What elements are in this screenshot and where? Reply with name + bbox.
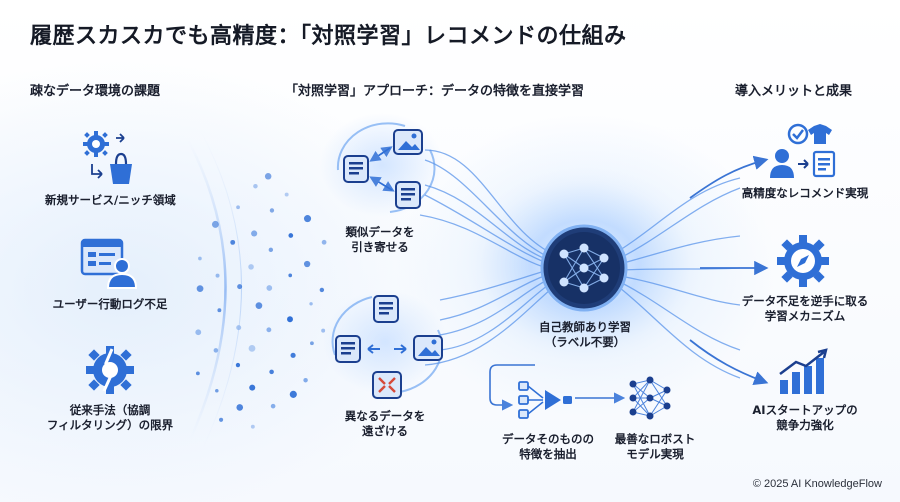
scatter-dot (236, 404, 244, 411)
scatter-dot (217, 308, 222, 313)
scatter-dot (235, 362, 241, 368)
document-icon (395, 181, 421, 209)
scatter-dot (236, 205, 240, 210)
extract-label: データそのものの特徴を抽出 (502, 432, 594, 461)
scatter-dot (249, 384, 256, 391)
scatter-dot (303, 260, 311, 268)
image-doc-icon (413, 335, 443, 361)
scatter-dot (196, 285, 204, 292)
document-icon (373, 295, 399, 323)
left-column-header: 疎なデータ環境の課題 (30, 84, 161, 99)
user-profile-icon (80, 238, 138, 289)
document-icon (343, 155, 369, 183)
scatter-dot (211, 220, 219, 228)
center-column-header: 「対照学習」アプローチ：データの特徴を直接学習 (285, 84, 585, 99)
similar-data-label: 類似データを引き寄せる (345, 225, 415, 254)
compass-gear-icon (777, 235, 829, 287)
right-item-label-2: データ不足を逆手に取る学習メカニズム (741, 294, 869, 323)
scatter-dot (319, 287, 325, 293)
scatter-dot (288, 233, 294, 238)
similar-data-cluster (343, 129, 423, 209)
broken-gear-icon (86, 346, 134, 394)
robust-model-network-icon (629, 376, 671, 420)
scatter-dot (237, 284, 243, 290)
gear-shopping-bag-icon (83, 131, 132, 184)
right-item-label-3: AIスタートアップの競争力強化 (752, 403, 858, 432)
different-data-cluster (335, 295, 443, 399)
growth-chart-icon (779, 348, 828, 394)
divider-arc (186, 139, 227, 441)
scatter-dot (195, 329, 202, 336)
scatter-dot (288, 273, 293, 278)
left-item-label-2: ユーザー行動ログ不足 (52, 297, 168, 311)
scatter-dot (309, 302, 313, 306)
scatter-dot (219, 417, 224, 422)
scatter-dot (215, 273, 220, 278)
scatter-dot (303, 215, 312, 223)
scatter-dot (303, 377, 308, 383)
scatter-dot (269, 208, 275, 213)
scatter-dot (266, 285, 273, 291)
scatter-dot (230, 239, 236, 245)
scatter-dot (284, 192, 289, 197)
scatter-dot (268, 247, 274, 253)
scatter-dot (198, 256, 202, 261)
page-title: 履歴スカスカでも高精度：「対照学習」レコメンドの仕組み (30, 24, 627, 49)
different-data-label: 異なるデータを遠ざける (344, 409, 426, 438)
scatter-dot (213, 348, 219, 353)
right-item-label-1: 高精度なレコメンド実現 (741, 186, 869, 200)
scatter-dot (250, 424, 255, 429)
left-item-label-3: 従来手法（協調フィルタリング）の限界 (46, 403, 174, 432)
scatter-dot (310, 341, 314, 346)
scatter-dot (269, 369, 274, 375)
neural-network-icon (540, 224, 628, 312)
scatter-dot (195, 371, 200, 376)
user-recommend-icon (770, 123, 836, 178)
document-icon (335, 335, 361, 363)
scatter-dot (255, 302, 263, 309)
scatter-dot (253, 183, 258, 189)
scatter-dot (215, 389, 219, 393)
scatter-dot (321, 328, 326, 333)
scatter-dot (290, 352, 296, 358)
scatter-dot (236, 325, 242, 331)
scatter-dot (251, 230, 258, 237)
left-item-label-1: 新規サービス/ニッチ領域 (45, 193, 176, 207)
arrow-to-growth (689, 339, 769, 385)
scatter-dot (266, 327, 272, 333)
feature-extract-icon (518, 381, 572, 419)
right-column-header: 導入メリットと成果 (735, 84, 853, 99)
scatter-dot (289, 390, 297, 398)
arrow-core-to-extract (489, 364, 535, 411)
image-doc-icon (393, 129, 423, 155)
scatter-dot (264, 173, 272, 180)
arrow-to-recommend (689, 155, 769, 199)
copyright: © 2025 AI KnowledgeFlow (752, 478, 882, 490)
scatter-dot (270, 403, 276, 409)
scatter-dot (321, 239, 327, 245)
robust-label: 最善なロボストモデル実現 (614, 432, 696, 461)
scatter-dot (248, 264, 254, 270)
core-label: 自己教師あり学習（ラベル不要） (539, 320, 631, 349)
scatter-dots (195, 173, 327, 429)
scatter-dot (248, 344, 256, 352)
scatter-dot (287, 316, 293, 323)
push-apart-icon (372, 371, 402, 399)
